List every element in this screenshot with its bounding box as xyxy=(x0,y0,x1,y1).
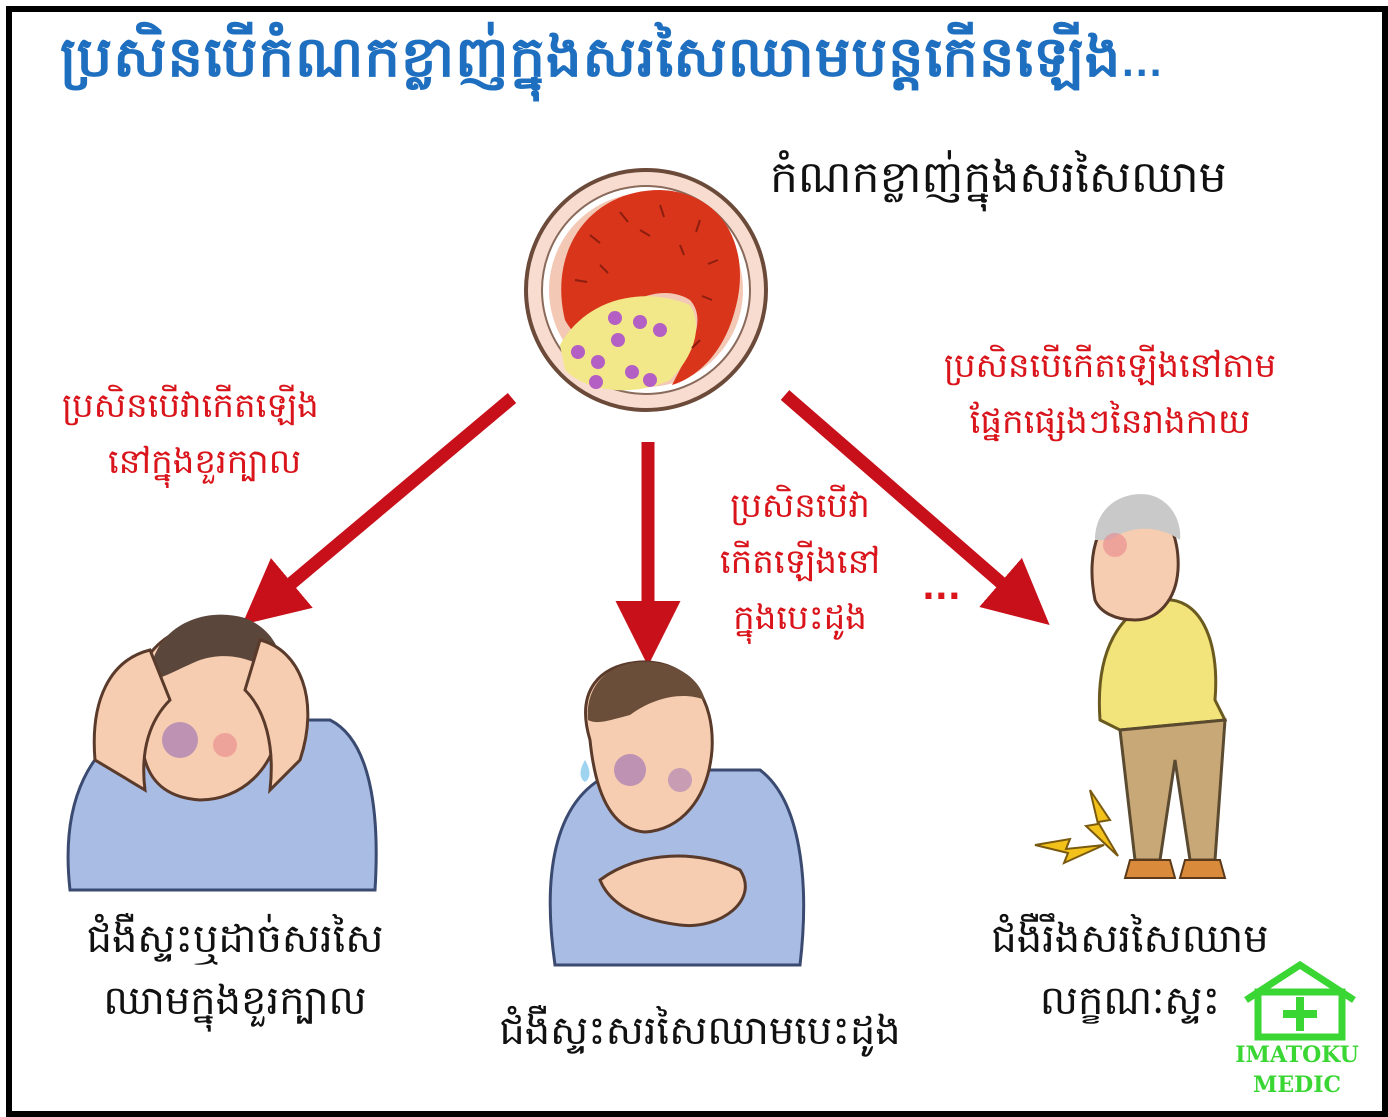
heart-condition: ប្រសិនបើវា កើតឡើងនៅ ក្នុងបេះដូង xyxy=(700,478,900,646)
atherosclerosis-disease-line1: ជំងឺរឹងសរសៃឈាម xyxy=(991,916,1269,962)
plaque-caption: កំណកខ្លាញ់ក្នុងសរសៃឈាម xyxy=(770,152,1227,203)
stroke-disease-line1: ជំងឺស្ទះឬដាច់សរសៃ xyxy=(86,916,384,962)
brand-logo-line2: MEDIC xyxy=(1253,1072,1341,1098)
heart-condition-line1: ប្រសិនបើវា xyxy=(730,486,870,526)
pain-bolt-icon xyxy=(1034,837,1105,865)
house-plus-icon xyxy=(1244,960,1356,1041)
atherosclerosis-disease-line2: លក្ខណៈស្ទះ xyxy=(1039,978,1221,1024)
body-condition-ellipsis: ... xyxy=(922,568,961,608)
brain-condition-line1: ប្រសិនបើវាកើតឡើង xyxy=(62,386,319,426)
arrow-to-brain-icon xyxy=(242,393,517,625)
body-condition-line2: ផ្នែកផ្សេងៗនៃរាងកាយ xyxy=(969,402,1251,442)
stroke-disease-label: ជំងឺស្ទះឬដាច់សរសៃ ឈាមក្នុងខួរក្បាល xyxy=(60,908,410,1032)
chest-pain-man-illustration-icon xyxy=(548,660,806,967)
heart-condition-line2: កើតឡើងនៅ xyxy=(719,542,881,582)
arrow-to-body-icon xyxy=(780,390,1050,626)
pain-bolt-icon xyxy=(1083,789,1119,857)
coronary-disease-line1: ជំងឺស្ទះសរសៃឈាមបេះដូង xyxy=(499,1008,901,1054)
brain-condition-line2: នៅក្នុងខួរក្បាល xyxy=(108,442,302,482)
heart-condition-line3: ក្នុងបេះដូង xyxy=(733,598,867,638)
body-condition: ប្រសិនបើកើតឡើងនៅតាម ផ្នែកផ្សេងៗនៃរាងកាយ xyxy=(915,338,1305,450)
stroke-disease-line2: ឈាមក្នុងខួរក្បាល xyxy=(103,978,367,1024)
brand-logo: IMATOKU MEDIC xyxy=(1232,1040,1362,1100)
coronary-disease-label: ជំងឺស្ទះសរសៃឈាមបេះដូង xyxy=(470,1000,930,1062)
body-condition-line1: ប្រសិនបើកើតឡើងនៅតាម xyxy=(943,346,1277,386)
artery-cross-section-icon xyxy=(524,168,768,412)
headache-man-illustration-icon xyxy=(66,614,378,892)
leg-pain-man-illustration-icon xyxy=(1034,494,1228,879)
page-title: ប្រសិនបើកំណកខ្លាញ់ក្នុងសរសៃឈាមបន្តកើនឡើង… xyxy=(60,22,1340,104)
title-ellipsis: ... xyxy=(1121,45,1164,85)
brain-condition: ប្រសិនបើវាកើតឡើង នៅក្នុងខួរក្បាល xyxy=(62,378,319,490)
title-text: ប្រសិនបើកំណកខ្លាញ់ក្នុងសរសៃឈាមបន្តកើនឡើង xyxy=(60,25,1122,90)
brand-logo-line1: IMATOKU xyxy=(1235,1042,1359,1068)
atherosclerosis-disease-label: ជំងឺរឹងសរសៃឈាម លក្ខណៈស្ទះ xyxy=(965,908,1295,1032)
image-border xyxy=(6,6,1388,1117)
